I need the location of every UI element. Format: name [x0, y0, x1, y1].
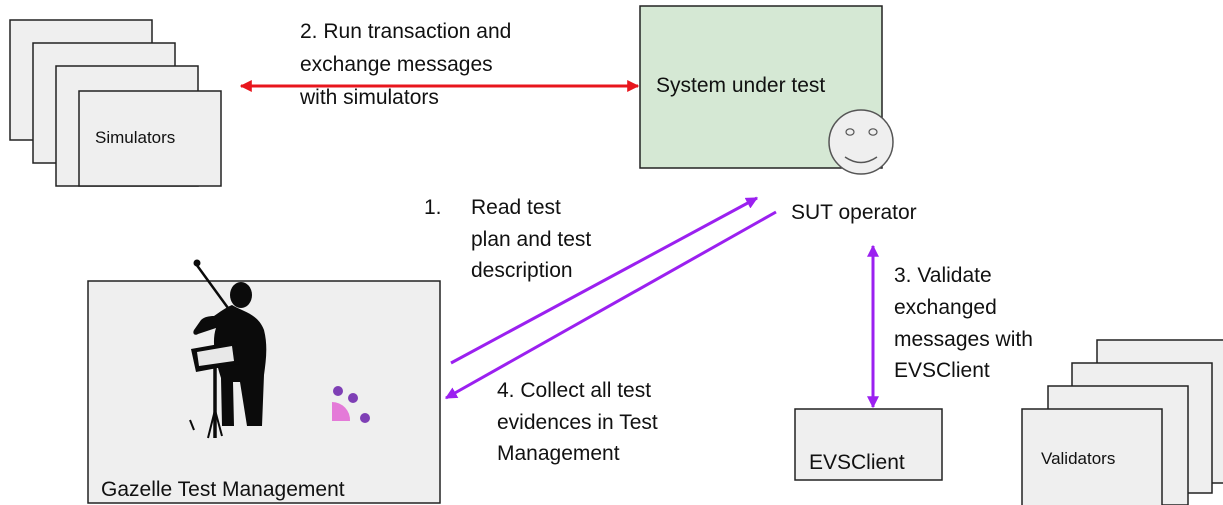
evsclient-label: EVSClient	[809, 451, 905, 474]
read-plan-arrow	[450, 196, 759, 365]
evsclient-box	[794, 408, 943, 481]
validators-label: Validators	[1041, 449, 1116, 468]
gazelle-box	[87, 280, 441, 504]
conductor-icon	[189, 259, 267, 439]
sut-label: System under test	[656, 74, 826, 97]
validators-stack	[1021, 339, 1223, 505]
smiley-face-icon	[828, 109, 894, 175]
simulators-stack	[9, 19, 222, 187]
sut-operator-label: SUT operator	[791, 201, 917, 224]
collect-evidence-arrow	[444, 210, 777, 400]
gazelle-label: Gazelle Test Management	[101, 478, 345, 501]
simulators-label: Simulators	[95, 128, 176, 147]
gazelle-logo-icon	[332, 386, 370, 423]
